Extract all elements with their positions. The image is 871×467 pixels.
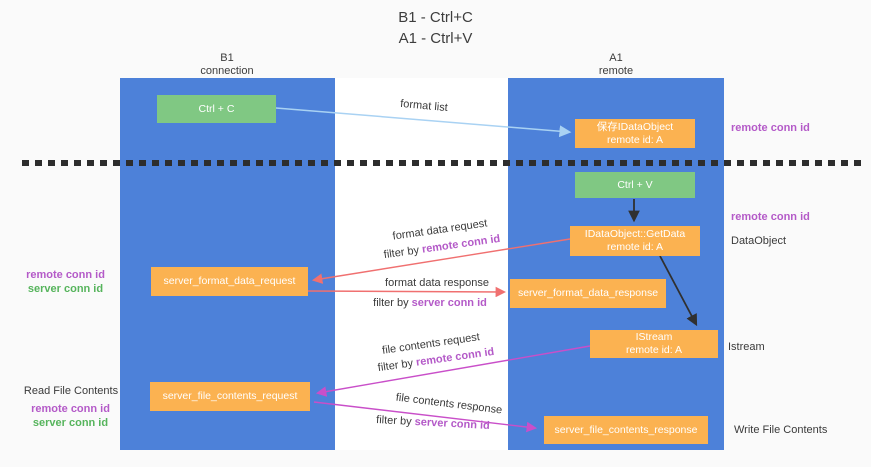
save-idataobject-line1: 保存IDataObject <box>596 120 674 133</box>
page-title: B1 - Ctrl+C A1 - Ctrl+V <box>0 7 871 49</box>
file-request-label: server_file_contents_request <box>162 390 298 402</box>
dataobject-annotation: DataObject <box>731 235 787 247</box>
istream-line2: remote id: A <box>625 344 683 356</box>
left-conn-ids-top: remote conn id server conn id <box>18 268 113 296</box>
server-format-data-response-box: server_format_data_response <box>510 279 666 308</box>
lifeline-b1-name: B1 <box>220 52 234 64</box>
title-line-2: A1 - Ctrl+V <box>398 30 473 47</box>
lifeline-header-b1: B1 connection <box>157 52 297 78</box>
dashed-separator <box>22 160 863 166</box>
server-format-data-request-box: server_format_data_request <box>151 267 308 296</box>
left-remote-conn-id-bottom: remote conn id <box>31 403 110 415</box>
ctrl-v-box: Ctrl + V <box>575 172 695 198</box>
read-file-contents-annotation: Read File Contents <box>23 385 119 397</box>
arrow-format-data-request <box>311 238 571 284</box>
filter-by-text: filter by <box>375 414 415 429</box>
arrow-file-contents-request <box>315 345 591 397</box>
format-data-response-filter: filter by server conn id <box>373 297 487 309</box>
lifeline-b1-role: connection <box>200 65 254 77</box>
ctrl-v-label: Ctrl + V <box>617 178 653 191</box>
left-server-conn-id-bottom: server conn id <box>32 417 109 429</box>
getdata-line2: remote id: A <box>606 241 664 253</box>
format-request-label: server_format_data_request <box>163 275 296 287</box>
server-file-contents-request-box: server_file_contents_request <box>150 382 310 411</box>
right-remote-conn-id-top: remote conn id <box>731 122 810 134</box>
left-server-conn-id-top: server conn id <box>27 283 104 295</box>
lifeline-a1-role: remote <box>598 65 634 77</box>
server-file-contents-response-box: server_file_contents_response <box>544 416 708 444</box>
lifeline-a1-name: A1 <box>609 52 623 64</box>
save-idataobject-line2: remote id: A <box>606 133 664 146</box>
arrow-getdata-to-istream <box>659 255 698 327</box>
server-conn-id-text: server conn id <box>411 297 487 309</box>
arrow-file-contents-response <box>313 401 538 433</box>
istream-line1: IStream <box>635 331 673 343</box>
format-data-response-label: format data response <box>385 277 489 289</box>
ctrl-c-box: Ctrl + C <box>157 95 276 123</box>
filter-by-text: filter by <box>373 297 412 309</box>
file-response-label: server_file_contents_response <box>554 423 698 436</box>
left-conn-ids-bottom: remote conn id server conn id <box>23 402 118 430</box>
arrow-format-data-response <box>307 286 507 298</box>
title-line-1: B1 - Ctrl+C <box>398 9 473 26</box>
getdata-line1: IDataObject::GetData <box>584 228 686 240</box>
ctrl-c-label: Ctrl + C <box>198 102 235 115</box>
istream-box: IStream remote id: A <box>590 330 718 358</box>
istream-annotation: Istream <box>728 341 765 353</box>
format-response-label: server_format_data_response <box>517 287 659 299</box>
save-idataobject-box: 保存IDataObject remote id: A <box>575 119 695 148</box>
left-remote-conn-id-top: remote conn id <box>26 269 105 281</box>
idataobject-getdata-box: IDataObject::GetData remote id: A <box>570 226 700 256</box>
lifeline-header-a1: A1 remote <box>546 52 686 78</box>
right-remote-conn-id-mid: remote conn id <box>731 211 810 223</box>
arrow-format-list <box>275 107 572 138</box>
write-file-contents-annotation: Write File Contents <box>734 424 828 436</box>
